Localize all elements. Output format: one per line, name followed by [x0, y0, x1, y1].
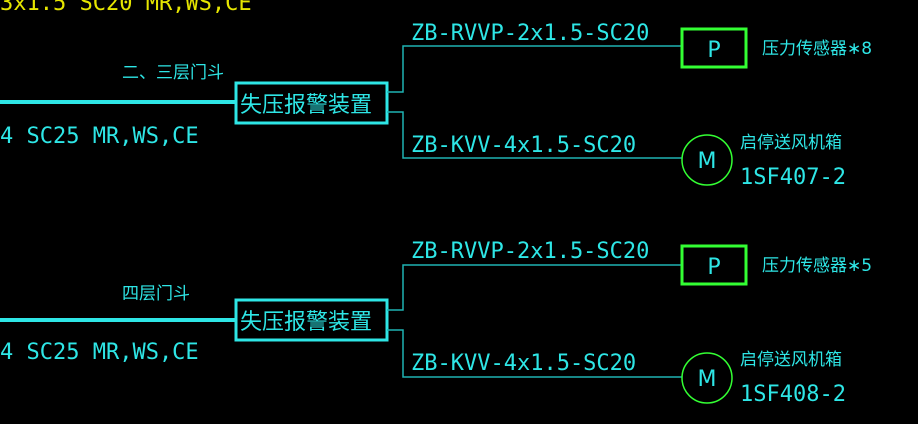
group-1-branch-upper-cable: ZB-RVVP-2x1.5-SC20: [411, 21, 649, 46]
group-1-branch-lower-wire: [387, 111, 682, 159]
group-1-device-box: [234, 81, 389, 125]
group-2-location: 四层门斗: [122, 284, 190, 304]
group-2-motor-symbol: M: [698, 367, 717, 392]
group-1-motor-symbol: M: [698, 149, 717, 174]
group-2-motor-label: 启停送风机箱: [740, 350, 842, 370]
group-2-branch-lower-cable: ZB-KVV-4x1.5-SC20: [411, 351, 636, 376]
group-1-sensor-label: 压力传感器∗8: [762, 39, 872, 59]
group-2-sensor-symbol: P: [707, 255, 720, 280]
top-note: 3x1.5 SC20 MR,WS,CE: [0, 0, 252, 16]
group-1-feeder-cable: 4 SC25 MR,WS,CE: [0, 124, 199, 149]
group-1-branch-lower-cable: ZB-KVV-4x1.5-SC20: [411, 133, 636, 158]
group-2-branch-upper-cable: ZB-RVVP-2x1.5-SC20: [411, 239, 649, 264]
group-1-motor-code: 1SF407-2: [740, 165, 846, 190]
group-2-branch-upper-wire: [387, 264, 682, 311]
group-1-pressure-sensor-box: [680, 27, 748, 69]
group-2-motor-code: 1SF408-2: [740, 382, 846, 407]
group-2: 四层门斗 4 SC25 MR,WS,CE 失压报警装置 ZB-RVVP-2x1.…: [0, 239, 872, 407]
group-2-feeder-cable: 4 SC25 MR,WS,CE: [0, 340, 199, 365]
group-2-device-label: 失压报警装置: [240, 310, 372, 335]
group-1-motor-label: 启停送风机箱: [740, 133, 842, 153]
group-1-sensor-symbol: P: [707, 38, 720, 63]
group-2-sensor-label: 压力传感器∗5: [762, 256, 872, 276]
group-1-branch-upper-wire: [387, 45, 682, 93]
group-1-location: 二、三层门斗: [122, 63, 224, 83]
group-1-motor-circle: [681, 134, 733, 186]
group-2-pressure-sensor-box: [680, 244, 748, 286]
group-2-device-box: [234, 298, 389, 342]
group-1: 二、三层门斗 4 SC25 MR,WS,CE 失压报警装置 ZB-RVVP-2x…: [0, 21, 872, 190]
group-1-device-label: 失压报警装置: [240, 93, 372, 118]
group-2-motor-circle: [681, 352, 733, 404]
group-2-branch-lower-wire: [387, 329, 682, 378]
